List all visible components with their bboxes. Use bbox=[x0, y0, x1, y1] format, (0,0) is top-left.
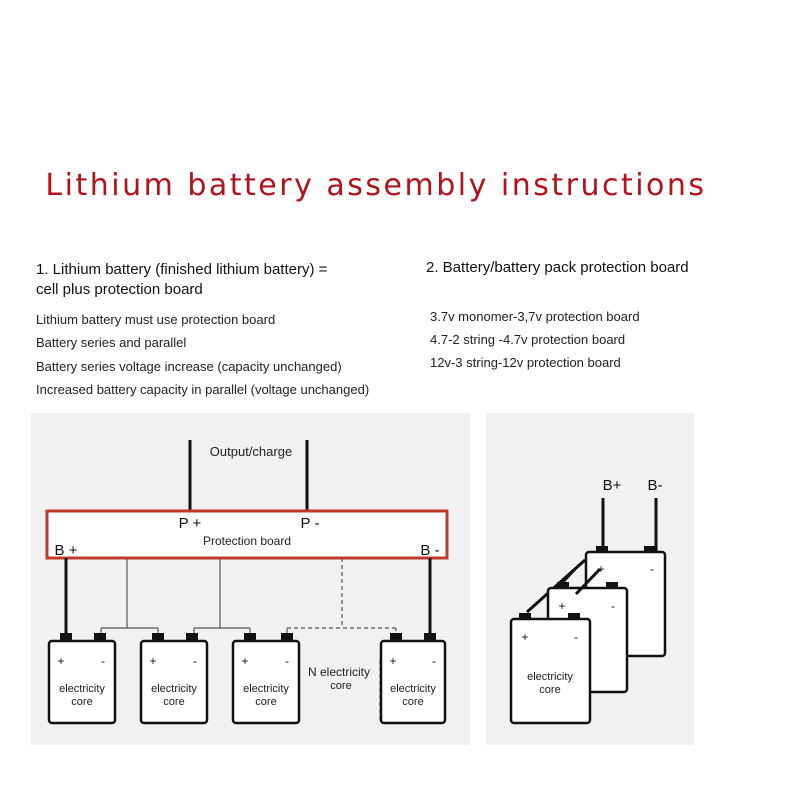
cell-3-terminal-pos bbox=[244, 633, 256, 641]
stacked-cell-front-label-line1: electricity bbox=[527, 671, 573, 683]
section2-item: 12v-3 string-12v protection board bbox=[430, 355, 621, 370]
left-diagram: Output/charge P + P - Protection board B… bbox=[45, 440, 449, 725]
stacked-cell-middle-plus: + bbox=[558, 599, 565, 613]
cell-n-label-line1: electricity bbox=[390, 683, 436, 695]
cell-link bbox=[525, 558, 587, 614]
cell-n-label-line2: core bbox=[402, 696, 423, 708]
stacked-cell-back-minus: - bbox=[650, 562, 654, 576]
section1-item: Lithium battery must use protection boar… bbox=[36, 312, 276, 327]
cell-2: + - electricity core bbox=[139, 633, 209, 725]
cell-2-body bbox=[139, 639, 209, 725]
protection-board bbox=[45, 509, 449, 560]
page-title: Lithium battery assembly instructions bbox=[45, 168, 707, 203]
cell-1-terminal-pos bbox=[60, 633, 72, 641]
b-plus-label: B + bbox=[55, 542, 78, 559]
section-protection-board: 2. Battery/battery pack protection board… bbox=[426, 258, 766, 378]
stacked-cell-front-plus: + bbox=[521, 630, 528, 644]
stacked-cell-back-plus: + bbox=[597, 562, 604, 576]
cell-3: + - electricity core bbox=[231, 633, 301, 725]
right-b-plus-label: B+ bbox=[603, 477, 622, 494]
cell-2-terminal-pos bbox=[152, 633, 164, 641]
cell-1-plus: + bbox=[57, 654, 64, 668]
right-diagram: B+ B- + - + - + - bbox=[509, 477, 667, 725]
section1-heading-line1: 1. Lithium battery (finished lithium bat… bbox=[36, 261, 328, 278]
cell-2-label-line2: core bbox=[163, 696, 184, 708]
protection-board-label: Protection board bbox=[203, 534, 291, 548]
cell-3-terminal-neg bbox=[281, 633, 293, 641]
stacked-cell-middle-minus: - bbox=[611, 599, 615, 613]
cell-3-label-line1: electricity bbox=[243, 683, 289, 695]
right-b-minus-label: B- bbox=[648, 477, 663, 494]
output-charge-label: Output/charge bbox=[210, 444, 292, 459]
p-minus-label: P - bbox=[301, 515, 320, 532]
stacked-cell-front-minus: - bbox=[574, 630, 578, 644]
cell-3-plus: + bbox=[241, 654, 248, 668]
stacked-cell-front-body bbox=[509, 617, 592, 725]
cell-2-minus: - bbox=[193, 654, 197, 668]
cell-1-minus: - bbox=[101, 654, 105, 668]
stacked-cell-back-terminal bbox=[596, 546, 608, 553]
cell-3-body bbox=[231, 639, 301, 725]
cell-1-label-line1: electricity bbox=[59, 683, 105, 695]
p-plus-label: P + bbox=[179, 515, 202, 532]
cell-1: + - electricity core bbox=[47, 633, 117, 725]
cell-n-terminal-neg bbox=[424, 633, 436, 641]
section2-heading: 2. Battery/battery pack protection board bbox=[426, 259, 689, 276]
cell-2-plus: + bbox=[149, 654, 156, 668]
stacked-cell-front-label-line2: core bbox=[539, 684, 560, 696]
section1-item: Battery series voltage increase (capacit… bbox=[36, 359, 342, 374]
section2-item: 3.7v monomer-3,7v protection board bbox=[430, 309, 640, 324]
cell-3-label-line2: core bbox=[255, 696, 276, 708]
stacked-cell-back-terminal bbox=[644, 546, 656, 553]
section2-item: 4.7-2 string -4.7v protection board bbox=[430, 332, 626, 347]
stacked-cell-middle-terminal bbox=[606, 582, 618, 589]
cell-n-minus: - bbox=[432, 654, 436, 668]
n-cell-label-line2: core bbox=[330, 680, 351, 692]
cell-n: + - electricity core bbox=[379, 633, 447, 725]
cell-1-body bbox=[47, 639, 117, 725]
section1-item: Battery series and parallel bbox=[36, 335, 187, 350]
stacked-cell-front-terminal bbox=[568, 613, 580, 620]
cell-n-body bbox=[379, 639, 447, 725]
section1-heading-line2: cell plus protection board bbox=[36, 281, 203, 298]
cell-n-plus: + bbox=[389, 654, 396, 668]
cell-1-label-line2: core bbox=[71, 696, 92, 708]
cell-2-terminal-neg bbox=[186, 633, 198, 641]
cell-link bbox=[574, 567, 602, 596]
n-cell-label-line1: N electricity bbox=[308, 665, 370, 679]
cell-2-label-line1: electricity bbox=[151, 683, 197, 695]
b-minus-label: B - bbox=[420, 542, 439, 559]
stacked-cell-middle-terminal bbox=[557, 582, 569, 589]
cell-n-terminal-pos bbox=[390, 633, 402, 641]
cell-3-minus: - bbox=[285, 654, 289, 668]
cell-1-terminal-neg bbox=[94, 633, 106, 641]
section-cell-plus-board: 1. Lithium battery (finished lithium bat… bbox=[36, 260, 416, 410]
stacked-cell-front: + - electricity core bbox=[509, 613, 592, 725]
stacked-cell-front-terminal bbox=[519, 613, 531, 620]
section1-item: Increased battery capacity in parallel (… bbox=[36, 382, 370, 397]
